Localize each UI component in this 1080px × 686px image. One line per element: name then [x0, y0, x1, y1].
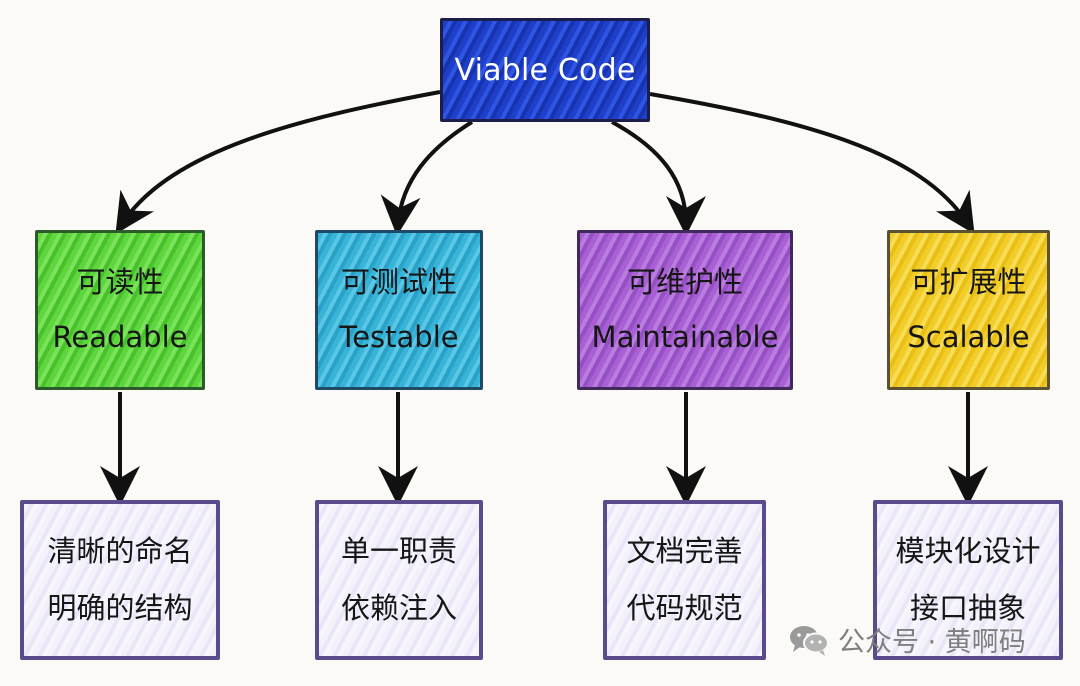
- watermark-text: 公众号 · 黄啊码: [838, 627, 1026, 658]
- leaf-maintainable-line-1: 文档完善: [626, 534, 743, 569]
- node-scalable-en: Scalable: [907, 320, 1030, 354]
- leaf-testable-line-1: 单一职责: [340, 534, 457, 569]
- node-testable-zh: 可测试性: [340, 264, 457, 299]
- leaf-scalable-line-2: 接口抽象: [909, 591, 1026, 625]
- root-node: Viable Code: [440, 18, 650, 122]
- arrow-root-to-maintainable: [611, 120, 706, 236]
- node-readable-en: Readable: [52, 320, 188, 354]
- arrow-root-to-scalable: [649, 92, 975, 235]
- leaf-readable-line-2: 明确的结构: [47, 591, 193, 625]
- leaf-testable: 单一职责 依赖注入: [315, 500, 483, 660]
- leaf-readable: 清晰的命名 明确的结构: [20, 500, 220, 660]
- wechat-icon: [790, 625, 829, 656]
- arrow-root-to-testable: [380, 120, 474, 236]
- node-readable: 可读性 Readable: [35, 230, 205, 390]
- leaf-scalable-line-1: 模块化设计: [895, 534, 1041, 569]
- node-scalable-zh: 可扩展性: [910, 264, 1027, 299]
- leaf-testable-line-2: 依赖注入: [340, 591, 457, 625]
- arrow-root-to-readable: [115, 90, 441, 235]
- root-label: Viable Code: [454, 52, 636, 88]
- node-testable-en: Testable: [339, 320, 459, 354]
- node-maintainable-zh: 可维护性: [626, 264, 743, 299]
- node-maintainable-en: Maintainable: [591, 320, 779, 354]
- leaf-maintainable-line-2: 代码规范: [626, 591, 743, 625]
- leaf-readable-line-1: 清晰的命名: [47, 534, 193, 569]
- node-readable-zh: 可读性: [76, 264, 164, 299]
- node-scalable: 可扩展性 Scalable: [887, 230, 1050, 390]
- node-maintainable: 可维护性 Maintainable: [577, 230, 793, 390]
- node-testable: 可测试性 Testable: [315, 230, 483, 390]
- leaf-scalable: 模块化设计 接口抽象: [873, 500, 1063, 660]
- watermark: 公众号 · 黄啊码: [788, 620, 1026, 659]
- leaf-maintainable: 文档完善 代码规范: [603, 500, 766, 660]
